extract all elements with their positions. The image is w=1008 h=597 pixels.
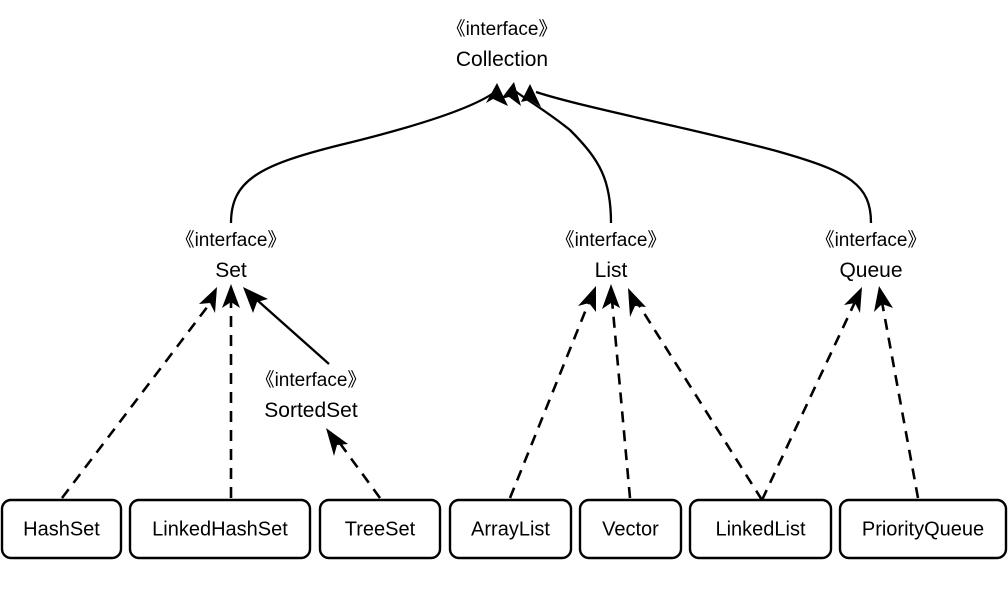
class-rect-hashset[interactable] [0,498,123,560]
arrowhead-queue-collection [521,84,541,107]
arrowhead-linkedhashset-set [222,284,240,308]
interface-collection: 《interface》 Collection [447,18,558,71]
interface-list-name: List [595,259,628,282]
class-label-linkedlist: LinkedList [715,518,806,540]
interface-sortedset-name: SortedSet [264,399,358,422]
interface-set: 《interface》 Set [176,229,287,282]
edge-vector-to-list [602,284,632,499]
class-label-hashset: HashSet [23,518,100,540]
interface-collection-name: Collection [456,48,548,71]
class-label-arraylist: ArrayList [471,518,550,540]
edge-sortedset-to-set [243,287,330,365]
edge-hashset-to-set [60,287,217,499]
class-label-vector: Vector [602,518,659,540]
class-rect-treeset[interactable] [318,498,442,560]
edge-linkedhashset-to-set [222,284,240,498]
arrowhead-arraylist-list [578,286,596,312]
class-rect-linkedhashset[interactable] [128,498,312,560]
class-box-treeset[interactable]: TreeSet [318,498,442,560]
interface-sortedset: 《interface》 SortedSet [256,369,367,422]
edge-linkedlist-to-list [628,288,764,501]
class-box-linkedlist[interactable]: LinkedList [688,498,833,560]
interface-list: 《interface》 List [556,229,667,282]
interface-list-stereotype: 《interface》 [556,229,667,251]
class-rect-vector[interactable] [578,498,683,560]
class-box-priorityqueue[interactable]: PriorityQueue [838,498,1008,560]
arrowhead-vector-list [602,284,620,309]
arrowhead-linkedlist-queue [844,287,862,313]
interface-set-name: Set [215,259,247,282]
class-box-hashset[interactable]: HashSet [0,498,123,560]
interface-collection-stereotype: 《interface》 [447,18,558,40]
arrowhead-list-collection [501,82,521,106]
class-rect-linkedlist[interactable] [688,498,833,560]
class-label-treeset: TreeSet [345,518,416,540]
interface-queue-stereotype: 《interface》 [816,229,927,251]
class-label-priorityqueue: PriorityQueue [862,518,984,540]
class-box-linkedhashset[interactable]: LinkedHashSet [128,498,312,560]
arrowhead-treeset-sortedset [326,428,348,456]
interface-set-stereotype: 《interface》 [176,229,287,251]
edge-set-to-collection [229,83,508,224]
class-rect-arraylist[interactable] [448,498,573,560]
edge-list-to-collection [501,82,613,224]
arrowhead-sortedset-set [243,287,268,313]
class-label-linkedhashset: LinkedHashSet [152,518,288,540]
interface-queue-name: Queue [839,259,902,282]
class-box-vector[interactable]: Vector [578,498,683,560]
interface-queue: 《interface》 Queue [816,229,927,282]
interface-sortedset-stereotype: 《interface》 [256,369,367,391]
edge-arraylist-to-list [508,286,596,499]
class-box-arraylist[interactable]: ArrayList [448,498,573,560]
edge-treeset-to-sortedset [326,428,382,499]
arrowhead-priorityqueue-queue [874,286,893,312]
edge-linkedlist-to-queue [760,287,862,501]
arrowhead-hashset-set [199,287,217,313]
arrowhead-linkedlist-list [628,288,646,317]
class-rect-priorityqueue[interactable] [838,498,1008,560]
edge-queue-to-collection [521,84,873,224]
edge-priorityqueue-to-queue [874,286,920,499]
arrowhead-set-collection [486,83,508,106]
